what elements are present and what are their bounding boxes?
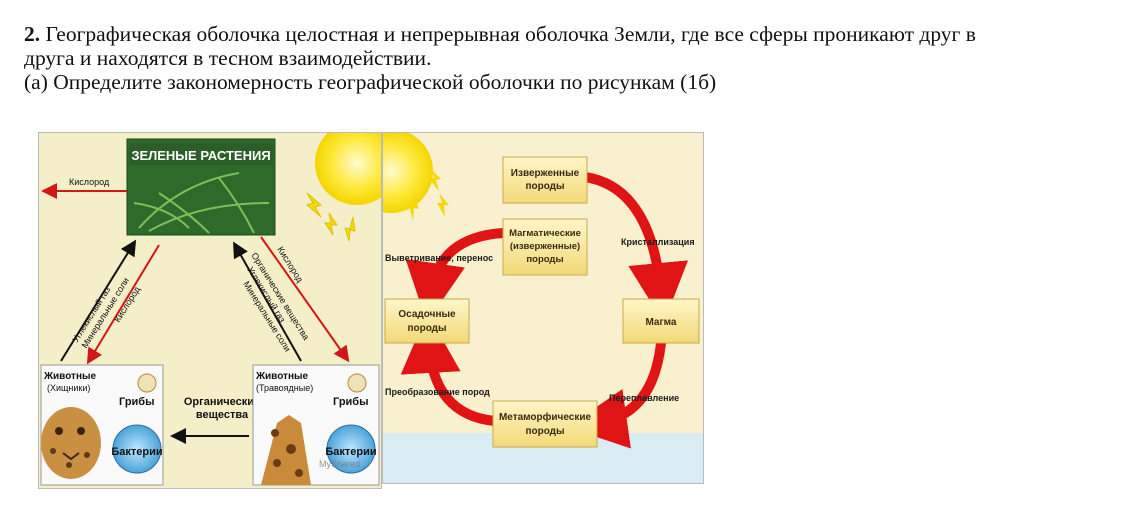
igneous-label-2: породы: [525, 181, 564, 192]
organic-label-1: Органические: [184, 396, 260, 408]
oxygen-left-label: Кислород: [69, 177, 110, 187]
question-line-1-text: Географическая оболочка целостная и непр…: [45, 22, 976, 46]
sedimentary-label-2: породы: [407, 323, 446, 334]
crystallization-label: Кристаллизация: [621, 237, 695, 247]
igneous-box: [502, 156, 588, 204]
question-text: 2. Географическая оболочка целостная и н…: [24, 22, 1124, 94]
bacteria-left-label: Бактерии: [111, 446, 162, 458]
sunray-icons-2: [409, 169, 449, 221]
igneous-label-1: Изверженные: [511, 168, 580, 179]
bacteria-circle-left: [112, 424, 162, 474]
question-line-3: (а) Определите закономерность географиче…: [24, 70, 717, 94]
weathering-label: Выветривание, перенос: [385, 253, 493, 263]
cycle-arrows: [400, 172, 689, 449]
fern-image: [133, 172, 270, 234]
sun-icon: [315, 133, 381, 205]
magmatic-label-1: Магматические: [509, 228, 581, 239]
watermark: MyShared: [319, 459, 360, 469]
magma-label: Магма: [645, 317, 676, 328]
organic-up-arrow-right: [233, 241, 302, 362]
fungi-right-label: Грибы: [333, 396, 369, 408]
oxygen-down-arrow-right: [260, 236, 350, 363]
organic-label-2: вещества: [196, 409, 249, 421]
giraffe-image: [261, 415, 311, 485]
herbivores-label-2: (Травоядные): [256, 383, 313, 393]
question-number: 2.: [24, 22, 41, 46]
mushroom-icon-left: [137, 373, 157, 393]
magma-box: [622, 298, 700, 344]
sunray-icons: [306, 192, 356, 242]
rock-cycle-figure: Изверженные породы Магматические (изверж…: [382, 132, 704, 484]
sedimentary-label-1: Осадочные: [398, 309, 456, 320]
metamorphic-box: [492, 400, 598, 448]
predators-label-2: (Хищники): [47, 383, 90, 393]
magmatic-label-3: породы: [526, 254, 563, 265]
herbivores-label-1: Животные: [255, 371, 309, 382]
magmatic-label-2: (изверженные): [510, 241, 580, 252]
mushroom-icon-right: [347, 373, 367, 393]
metamorphic-label-2: породы: [525, 426, 564, 437]
metamorphic-label-1: Метаморфические: [499, 411, 592, 423]
predators-label-1: Животные: [43, 371, 97, 382]
fungi-left-label: Грибы: [119, 396, 155, 408]
question-line-1: 2. Географическая оболочка целостная и н…: [24, 22, 1124, 46]
sun-icon-2: [383, 133, 433, 213]
food-chain-figure: ЗЕЛЕНЫЕ РАСТЕНИЯ Кислород Углекислый газ…: [38, 132, 382, 489]
co2-up-arrow-left: [60, 239, 137, 362]
oxygen-down-arrow-left: [86, 244, 160, 365]
sedimentary-box: [384, 298, 470, 344]
magmatic-box: [502, 218, 588, 276]
question-line-2: друга и находятся в тесном взаимодействи…: [24, 46, 432, 70]
green-plants-title: ЗЕЛЕНЫЕ РАСТЕНИЯ: [131, 148, 270, 163]
transformation-label: Преобразование пород: [385, 387, 490, 397]
remelting-label: Переплавление: [609, 393, 679, 403]
bacteria-right-label: Бактерии: [325, 446, 376, 458]
bacteria-circle-right: [326, 424, 376, 474]
leopard-image: [41, 407, 101, 479]
